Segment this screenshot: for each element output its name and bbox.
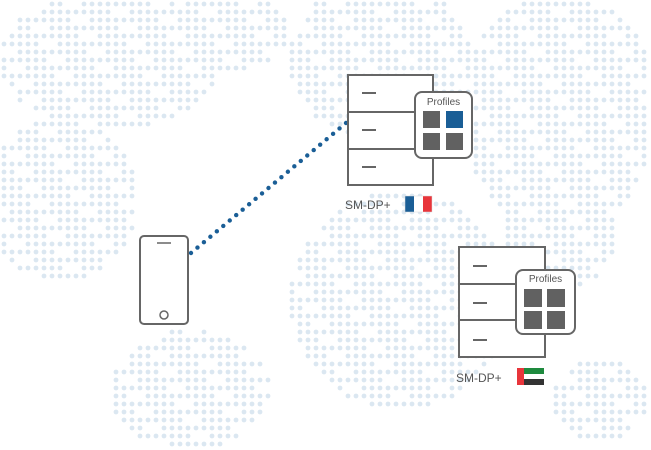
profile-tile bbox=[446, 111, 463, 128]
link-dot bbox=[285, 169, 291, 174]
link-dot bbox=[292, 164, 297, 169]
link-dot bbox=[317, 142, 323, 147]
link-dot bbox=[214, 229, 220, 234]
uae-flag-icon bbox=[517, 368, 544, 385]
link-dot bbox=[240, 207, 245, 212]
link-dot bbox=[246, 202, 252, 207]
link-dot bbox=[324, 137, 329, 142]
link-dot bbox=[279, 174, 284, 180]
profile-tile bbox=[547, 289, 565, 307]
link-dot bbox=[337, 126, 342, 131]
server-label: SM-DP+ bbox=[456, 371, 502, 385]
link-dot bbox=[227, 218, 232, 223]
link-dot bbox=[201, 239, 207, 245]
profiles-label: Profiles bbox=[427, 97, 460, 108]
server-label: SM-DP+ bbox=[345, 198, 391, 212]
link-dot bbox=[208, 234, 213, 239]
link-dot bbox=[188, 250, 194, 256]
profile-tile bbox=[524, 289, 542, 307]
profile-tile bbox=[524, 311, 542, 329]
link-dot bbox=[234, 212, 239, 218]
profile-tile bbox=[446, 133, 463, 150]
profile-tile bbox=[423, 111, 440, 128]
profile-tile bbox=[423, 133, 440, 150]
link-dot bbox=[298, 158, 303, 164]
link-dot bbox=[266, 185, 271, 191]
link-dot bbox=[221, 223, 226, 229]
link-dot bbox=[253, 196, 258, 202]
profile-tile bbox=[547, 311, 565, 329]
profiles-label: Profiles bbox=[529, 274, 562, 285]
link-dot bbox=[259, 191, 265, 196]
link-dot bbox=[272, 180, 278, 185]
smartphone-icon bbox=[139, 235, 189, 325]
server-france: Profiles SM-DP+ bbox=[345, 74, 473, 213]
france-flag-icon bbox=[404, 195, 433, 213]
link-dot bbox=[311, 147, 316, 153]
connection-dotted-line bbox=[188, 120, 349, 256]
link-dot bbox=[195, 245, 200, 250]
profiles-box: Profiles bbox=[414, 91, 473, 159]
server-uae: Profiles SM-DP+ bbox=[456, 246, 576, 385]
link-dot bbox=[330, 131, 336, 137]
profiles-box: Profiles bbox=[515, 269, 576, 335]
link-dot bbox=[305, 153, 310, 158]
